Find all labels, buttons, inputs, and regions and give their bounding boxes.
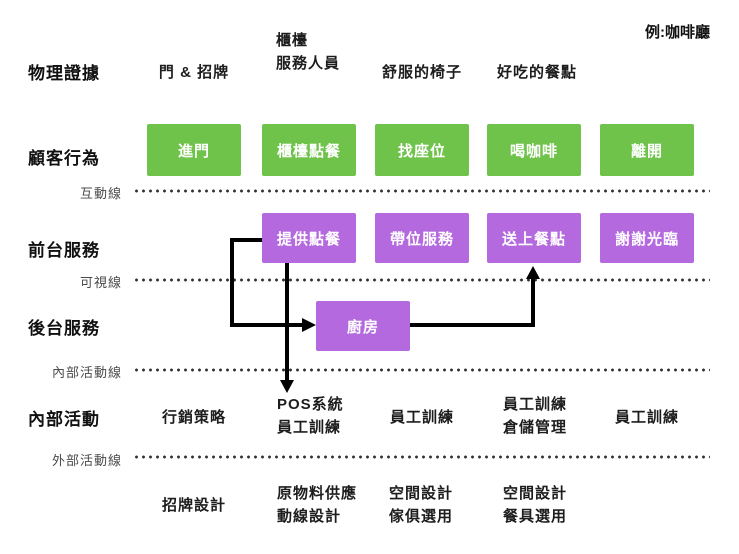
connector-order-to-kitchen: [230, 323, 302, 327]
internal-activity-item: 員工訓練: [614, 409, 679, 426]
physical-evidence-item: 門 & 招牌: [158, 64, 230, 81]
row-label-physical-evidence: 物理證據: [28, 64, 100, 83]
connector-order-to-pos: [285, 263, 289, 381]
example-title: 例:咖啡廳: [645, 24, 710, 41]
arrowhead-to-serve-icon: [526, 266, 540, 279]
connector-kitchen-to-serve: [410, 323, 535, 327]
frontstage-box: 送上餐點: [487, 213, 581, 263]
customer-action-box: 找座位: [375, 124, 469, 176]
support-activity-item: 空間設計 傢俱選用: [389, 485, 454, 525]
internal-activity-item: 員工訓練: [389, 409, 454, 426]
support-activity-item: 招牌設計: [161, 497, 226, 514]
physical-evidence-item: 舒服的椅子: [381, 64, 462, 81]
internal-activity-item: 員工訓練 倉儲管理: [503, 396, 568, 436]
frontstage-box: 帶位服務: [375, 213, 469, 263]
line-of-interaction: [133, 189, 710, 193]
customer-action-box: 喝咖啡: [487, 124, 581, 176]
arrowhead-to-kitchen-icon: [302, 318, 316, 332]
row-label-backstage: 後台服務: [28, 319, 100, 338]
row-label-frontstage: 前台服務: [28, 241, 100, 260]
line-of-internal-activity: [133, 368, 710, 372]
customer-action-box: 櫃檯點餐: [262, 124, 356, 176]
support-activity-item: 原物料供應 動線設計: [277, 485, 358, 525]
arrowhead-to-pos-icon: [280, 380, 294, 393]
connector-order-to-kitchen: [230, 238, 262, 242]
frontstage-box: 提供點餐: [262, 213, 356, 263]
row-label-internal-activity: 內部活動: [28, 410, 100, 429]
line-of-internal-activity-label: 內部活動線: [51, 365, 122, 380]
backstage-kitchen-box: 廚房: [316, 301, 410, 351]
connector-kitchen-to-serve: [531, 278, 535, 327]
connector-order-to-kitchen: [230, 238, 234, 327]
customer-action-box: 進門: [147, 124, 241, 176]
row-label-customer-actions: 顧客行為: [28, 149, 100, 168]
physical-evidence-item: 好吃的餐點: [496, 64, 577, 81]
line-of-visibility-label: 可視線: [79, 275, 122, 290]
line-of-external-activity: [133, 455, 710, 459]
frontstage-box: 謝謝光臨: [600, 213, 694, 263]
customer-action-box: 離開: [600, 124, 694, 176]
support-activity-item: 空間設計 餐具選用: [503, 485, 568, 525]
line-of-external-activity-label: 外部活動線: [51, 453, 122, 468]
internal-activity-item: 行銷策略: [161, 409, 226, 426]
line-of-interaction-label: 互動線: [79, 186, 122, 201]
physical-evidence-item: 櫃檯 服務人員: [276, 32, 341, 72]
internal-activity-item: POS系統 員工訓練: [277, 396, 344, 436]
line-of-visibility: [133, 278, 710, 282]
